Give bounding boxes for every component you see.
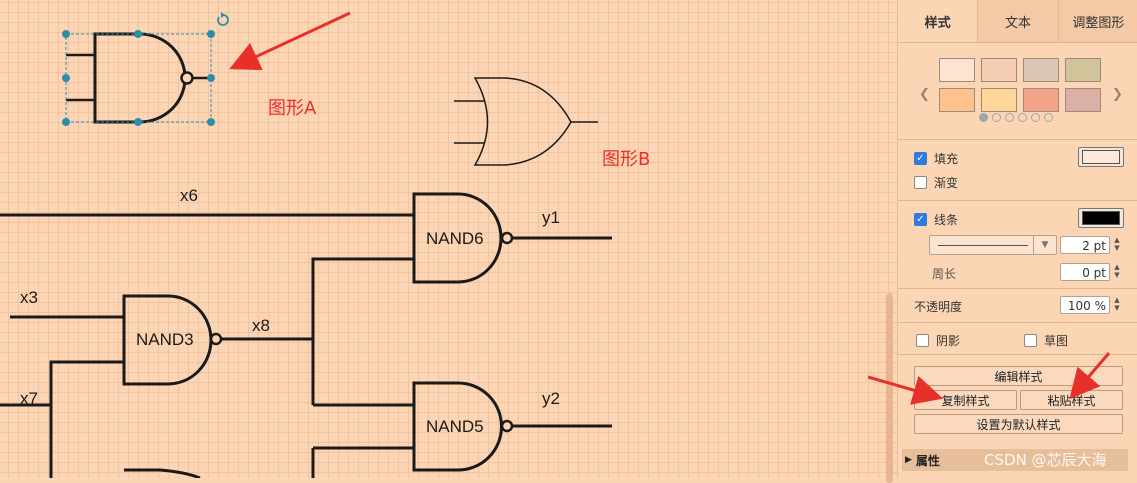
line-pattern-select[interactable]: ▼ <box>929 235 1057 255</box>
style-swatch[interactable] <box>1023 58 1059 82</box>
diagram-svg: 图形A 图形B NAND6 <box>0 11 650 478</box>
divider <box>898 322 1137 323</box>
style-swatch[interactable] <box>981 88 1017 112</box>
gradient-row: 渐变 <box>914 174 958 191</box>
shape-b-annotation: 图形B <box>602 149 650 170</box>
style-swatch[interactable] <box>939 88 975 112</box>
pager-dot[interactable] <box>992 113 1001 122</box>
watermark: CSDN @芯辰大海 <box>984 451 1107 469</box>
pager-dot[interactable] <box>1031 113 1040 122</box>
gradient-checkbox[interactable] <box>914 176 927 189</box>
tab-text[interactable]: 文本 <box>977 0 1058 42</box>
rotate-handle-icon[interactable] <box>217 12 229 26</box>
signal-x6: x6 <box>180 186 198 205</box>
signal-y2: y2 <box>542 389 560 408</box>
red-arrow-annotation <box>229 11 351 71</box>
canvas-scrollbar[interactable] <box>883 0 897 483</box>
nand6-gate[interactable]: NAND6 <box>412 192 514 284</box>
chevron-left-icon[interactable]: ❮ <box>919 87 930 102</box>
nand5-label: NAND5 <box>426 417 484 436</box>
fill-checkbox[interactable] <box>914 152 927 165</box>
red-arrow-paste <box>1069 352 1111 400</box>
style-swatch[interactable] <box>939 58 975 82</box>
fill-color-preview <box>1082 150 1120 164</box>
nand3-gate[interactable]: NAND3 <box>122 294 223 386</box>
shadow-row: 阴影 <box>916 332 960 349</box>
fill-color-button[interactable] <box>1078 147 1124 167</box>
tab-style[interactable]: 样式 <box>898 0 978 42</box>
pager-dot[interactable] <box>979 113 988 122</box>
signal-x3: x3 <box>20 288 38 307</box>
pager-dot[interactable] <box>1018 113 1027 122</box>
shape-a-nand-gate[interactable] <box>62 12 229 126</box>
chevron-down-icon[interactable]: ▼ <box>1033 236 1056 254</box>
perimeter-input[interactable]: 0 pt <box>1060 263 1110 281</box>
opacity-input[interactable]: 100 % <box>1060 296 1110 314</box>
shape-b-or-gate[interactable] <box>454 77 598 166</box>
panel-tabs: 样式 文本 调整图形 <box>898 0 1137 43</box>
properties-label: 属性 <box>915 453 940 468</box>
nand3-label: NAND3 <box>136 330 194 349</box>
set-default-style-button[interactable]: 设置为默认样式 <box>914 414 1123 434</box>
sketch-label: 草图 <box>1044 334 1069 348</box>
scrollbar-thumb[interactable] <box>886 293 893 483</box>
line-label: 线条 <box>934 213 959 227</box>
signal-y1: y1 <box>542 208 560 227</box>
chevron-right-icon: ▶ <box>905 455 912 465</box>
shadow-label: 阴影 <box>936 334 961 348</box>
style-swatch[interactable] <box>981 58 1017 82</box>
shadow-checkbox[interactable] <box>916 334 929 347</box>
signal-x7: x7 <box>20 389 38 408</box>
style-swatch[interactable] <box>1065 58 1101 82</box>
circuit-wires <box>0 213 612 478</box>
opacity-label: 不透明度 <box>914 300 963 314</box>
pager-dot[interactable] <box>1005 113 1014 122</box>
line-pattern-preview <box>938 245 1028 246</box>
selection-handles[interactable] <box>62 30 215 126</box>
divider <box>898 200 1137 201</box>
style-swatches <box>939 58 1101 112</box>
line-color-preview <box>1082 211 1120 225</box>
line-width-input[interactable]: 2 pt <box>1060 236 1110 254</box>
line-row: 线条 <box>914 211 958 228</box>
shape-a-annotation: 图形A <box>268 98 317 119</box>
sketch-checkbox[interactable] <box>1024 334 1037 347</box>
divider <box>898 354 1137 355</box>
style-swatch-area: ❮ ❯ <box>898 43 1137 140</box>
nand5-gate[interactable]: NAND5 <box>412 381 514 472</box>
perimeter-label: 周长 <box>932 267 957 281</box>
pager-dot[interactable] <box>1044 113 1053 122</box>
line-width-stepper[interactable]: ▲▼ <box>1114 236 1120 252</box>
gradient-label: 渐变 <box>934 176 959 190</box>
tab-arrange[interactable]: 调整图形 <box>1057 0 1137 42</box>
opacity-row: 不透明度 <box>914 298 962 315</box>
properties-section[interactable]: ▶ 属性 <box>902 449 1128 471</box>
button-arrows-overlay <box>867 352 1111 405</box>
nand6-label: NAND6 <box>426 229 484 248</box>
fill-label: 填充 <box>934 152 959 166</box>
fill-row: 填充 <box>914 150 958 167</box>
style-swatch[interactable] <box>1023 88 1059 112</box>
opacity-stepper[interactable]: ▲▼ <box>1114 296 1120 312</box>
sketch-row: 草图 <box>1024 332 1068 349</box>
divider <box>898 288 1137 289</box>
signal-x8: x8 <box>252 316 270 335</box>
diagram-canvas[interactable]: 图形A 图形B NAND6 <box>0 0 897 478</box>
format-panel: 样式 文本 调整图形 ❮ ❯ 填充 渐变 线条 ▼ 2 pt ▲▼ 周长 0 p… <box>897 0 1137 478</box>
chevron-right-icon[interactable]: ❯ <box>1112 87 1123 102</box>
style-swatch[interactable] <box>1065 88 1101 112</box>
swatch-pager <box>979 113 1053 122</box>
red-arrow-copy <box>867 375 944 405</box>
line-checkbox[interactable] <box>914 213 927 226</box>
line-color-button[interactable] <box>1078 208 1124 228</box>
perimeter-stepper[interactable]: ▲▼ <box>1114 263 1120 279</box>
perimeter-row: 周长 <box>932 265 956 282</box>
